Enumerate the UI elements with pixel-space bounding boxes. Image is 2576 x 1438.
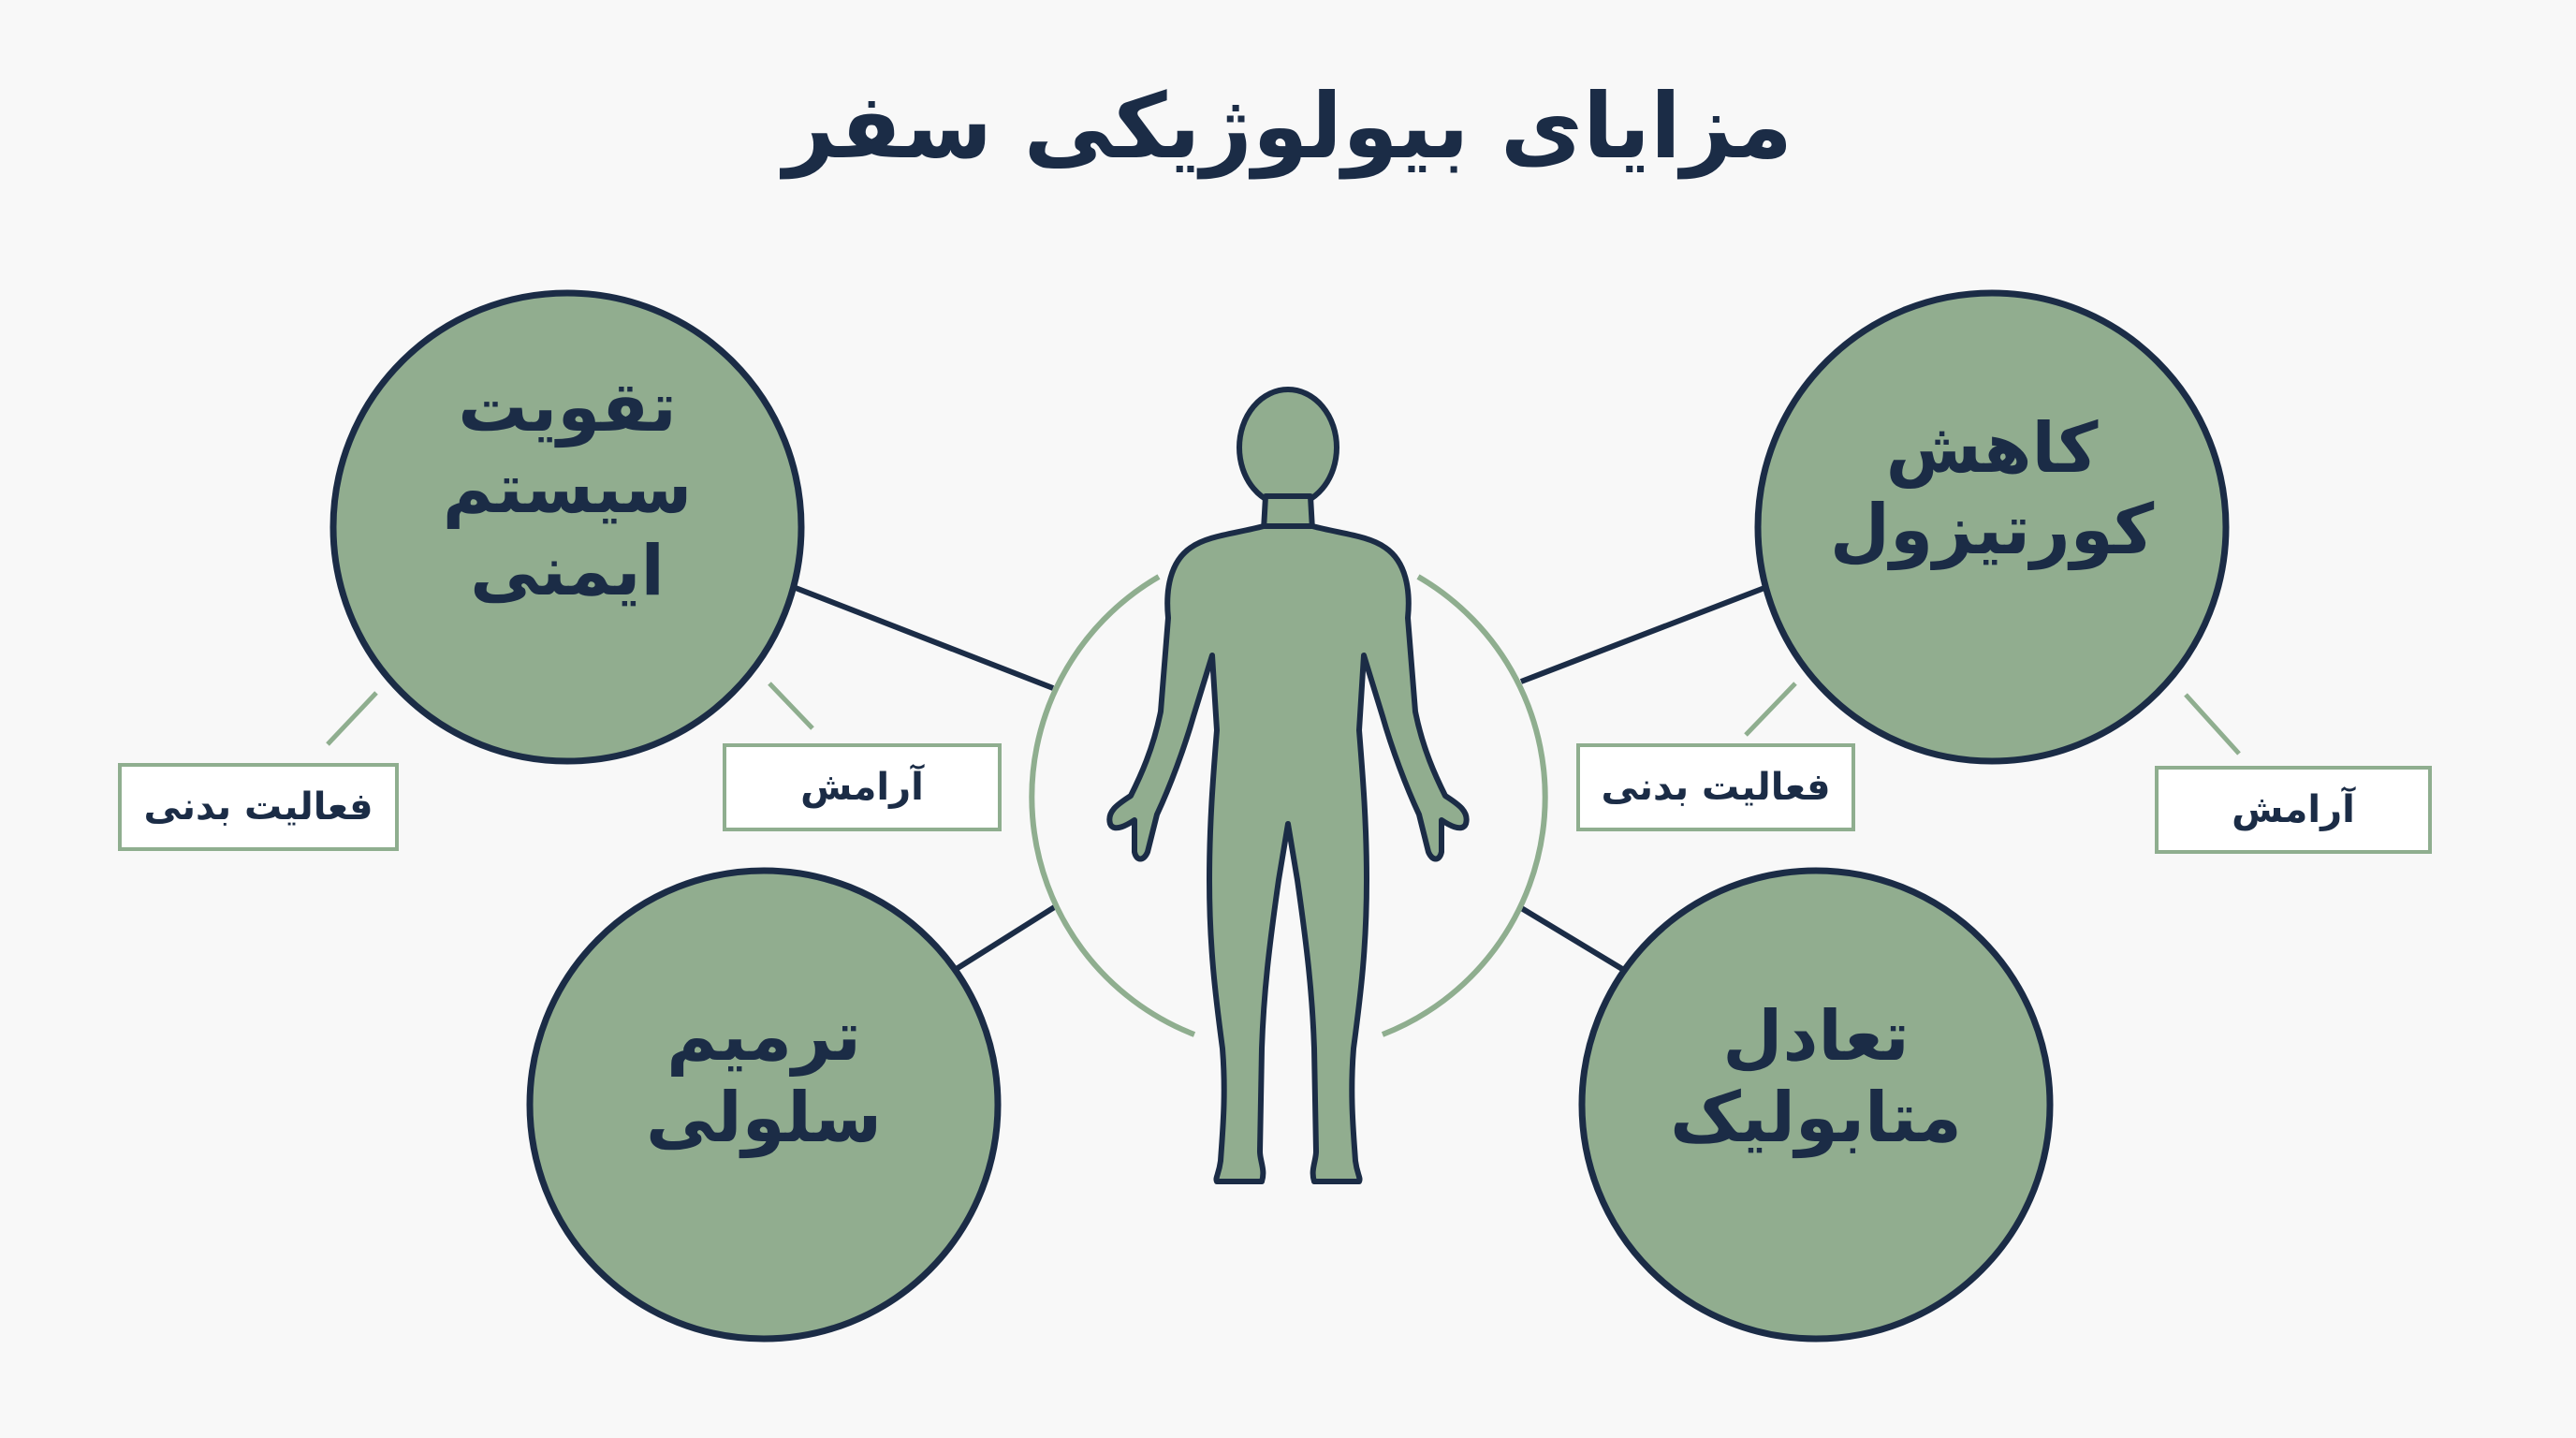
node-label-cell: ترمیم سلولی	[645, 996, 883, 1159]
tag-immune-relax: آرامش	[723, 743, 1002, 831]
page-title: مزایای بیولوژیکی سفر	[783, 74, 1793, 179]
connector-cortisol	[1519, 585, 1766, 684]
human-body-icon	[1106, 387, 1470, 1184]
node-circle-metabolic	[1578, 867, 2054, 1343]
tag-immune-activity: فعالیت بدنی	[118, 763, 399, 851]
arc-right	[1381, 574, 1548, 1037]
tag-cortisol-relax: آرامش	[2155, 766, 2432, 854]
tick-immune-relax	[768, 682, 814, 730]
node-label-immune: تقویت سیستم ایمنی	[442, 367, 693, 611]
node-circle-cortisol	[1754, 289, 2230, 765]
connector-metabolic	[1516, 903, 1629, 975]
tag-cortisol-activity: فعالیت بدنی	[1576, 743, 1855, 831]
node-circle-cell	[526, 867, 1002, 1343]
tick-cortisol-relax	[2184, 693, 2241, 756]
node-circle-immune	[329, 289, 805, 765]
node-label-cortisol: کاهش کورتیزول	[1829, 408, 2155, 571]
connector-immune	[794, 585, 1055, 691]
tick-cortisol-activity	[1744, 682, 1797, 737]
tick-immune-activity	[326, 691, 378, 746]
connector-cell	[953, 903, 1058, 973]
node-label-metabolic: تعادل متابولیک	[1670, 996, 1962, 1159]
arc-left	[1029, 574, 1196, 1037]
